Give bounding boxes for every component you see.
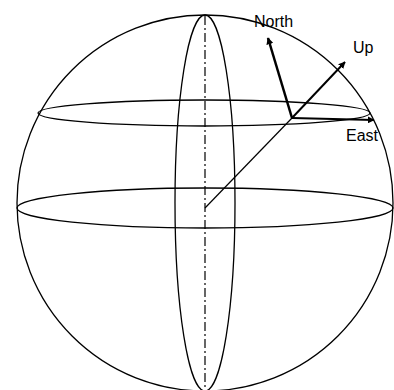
direction-label: East: [346, 128, 378, 144]
east-arrow: [292, 118, 374, 120]
latitude-circle: [38, 100, 370, 126]
polar-axis: [204, 16, 205, 390]
sphere-outline: [17, 15, 393, 390]
direction-label: Up: [353, 40, 373, 56]
direction-label: North: [254, 14, 293, 30]
up-arrow: [292, 62, 345, 118]
radius-line: [205, 118, 292, 208]
meridian: [175, 15, 235, 390]
north-arrow: [268, 38, 292, 118]
